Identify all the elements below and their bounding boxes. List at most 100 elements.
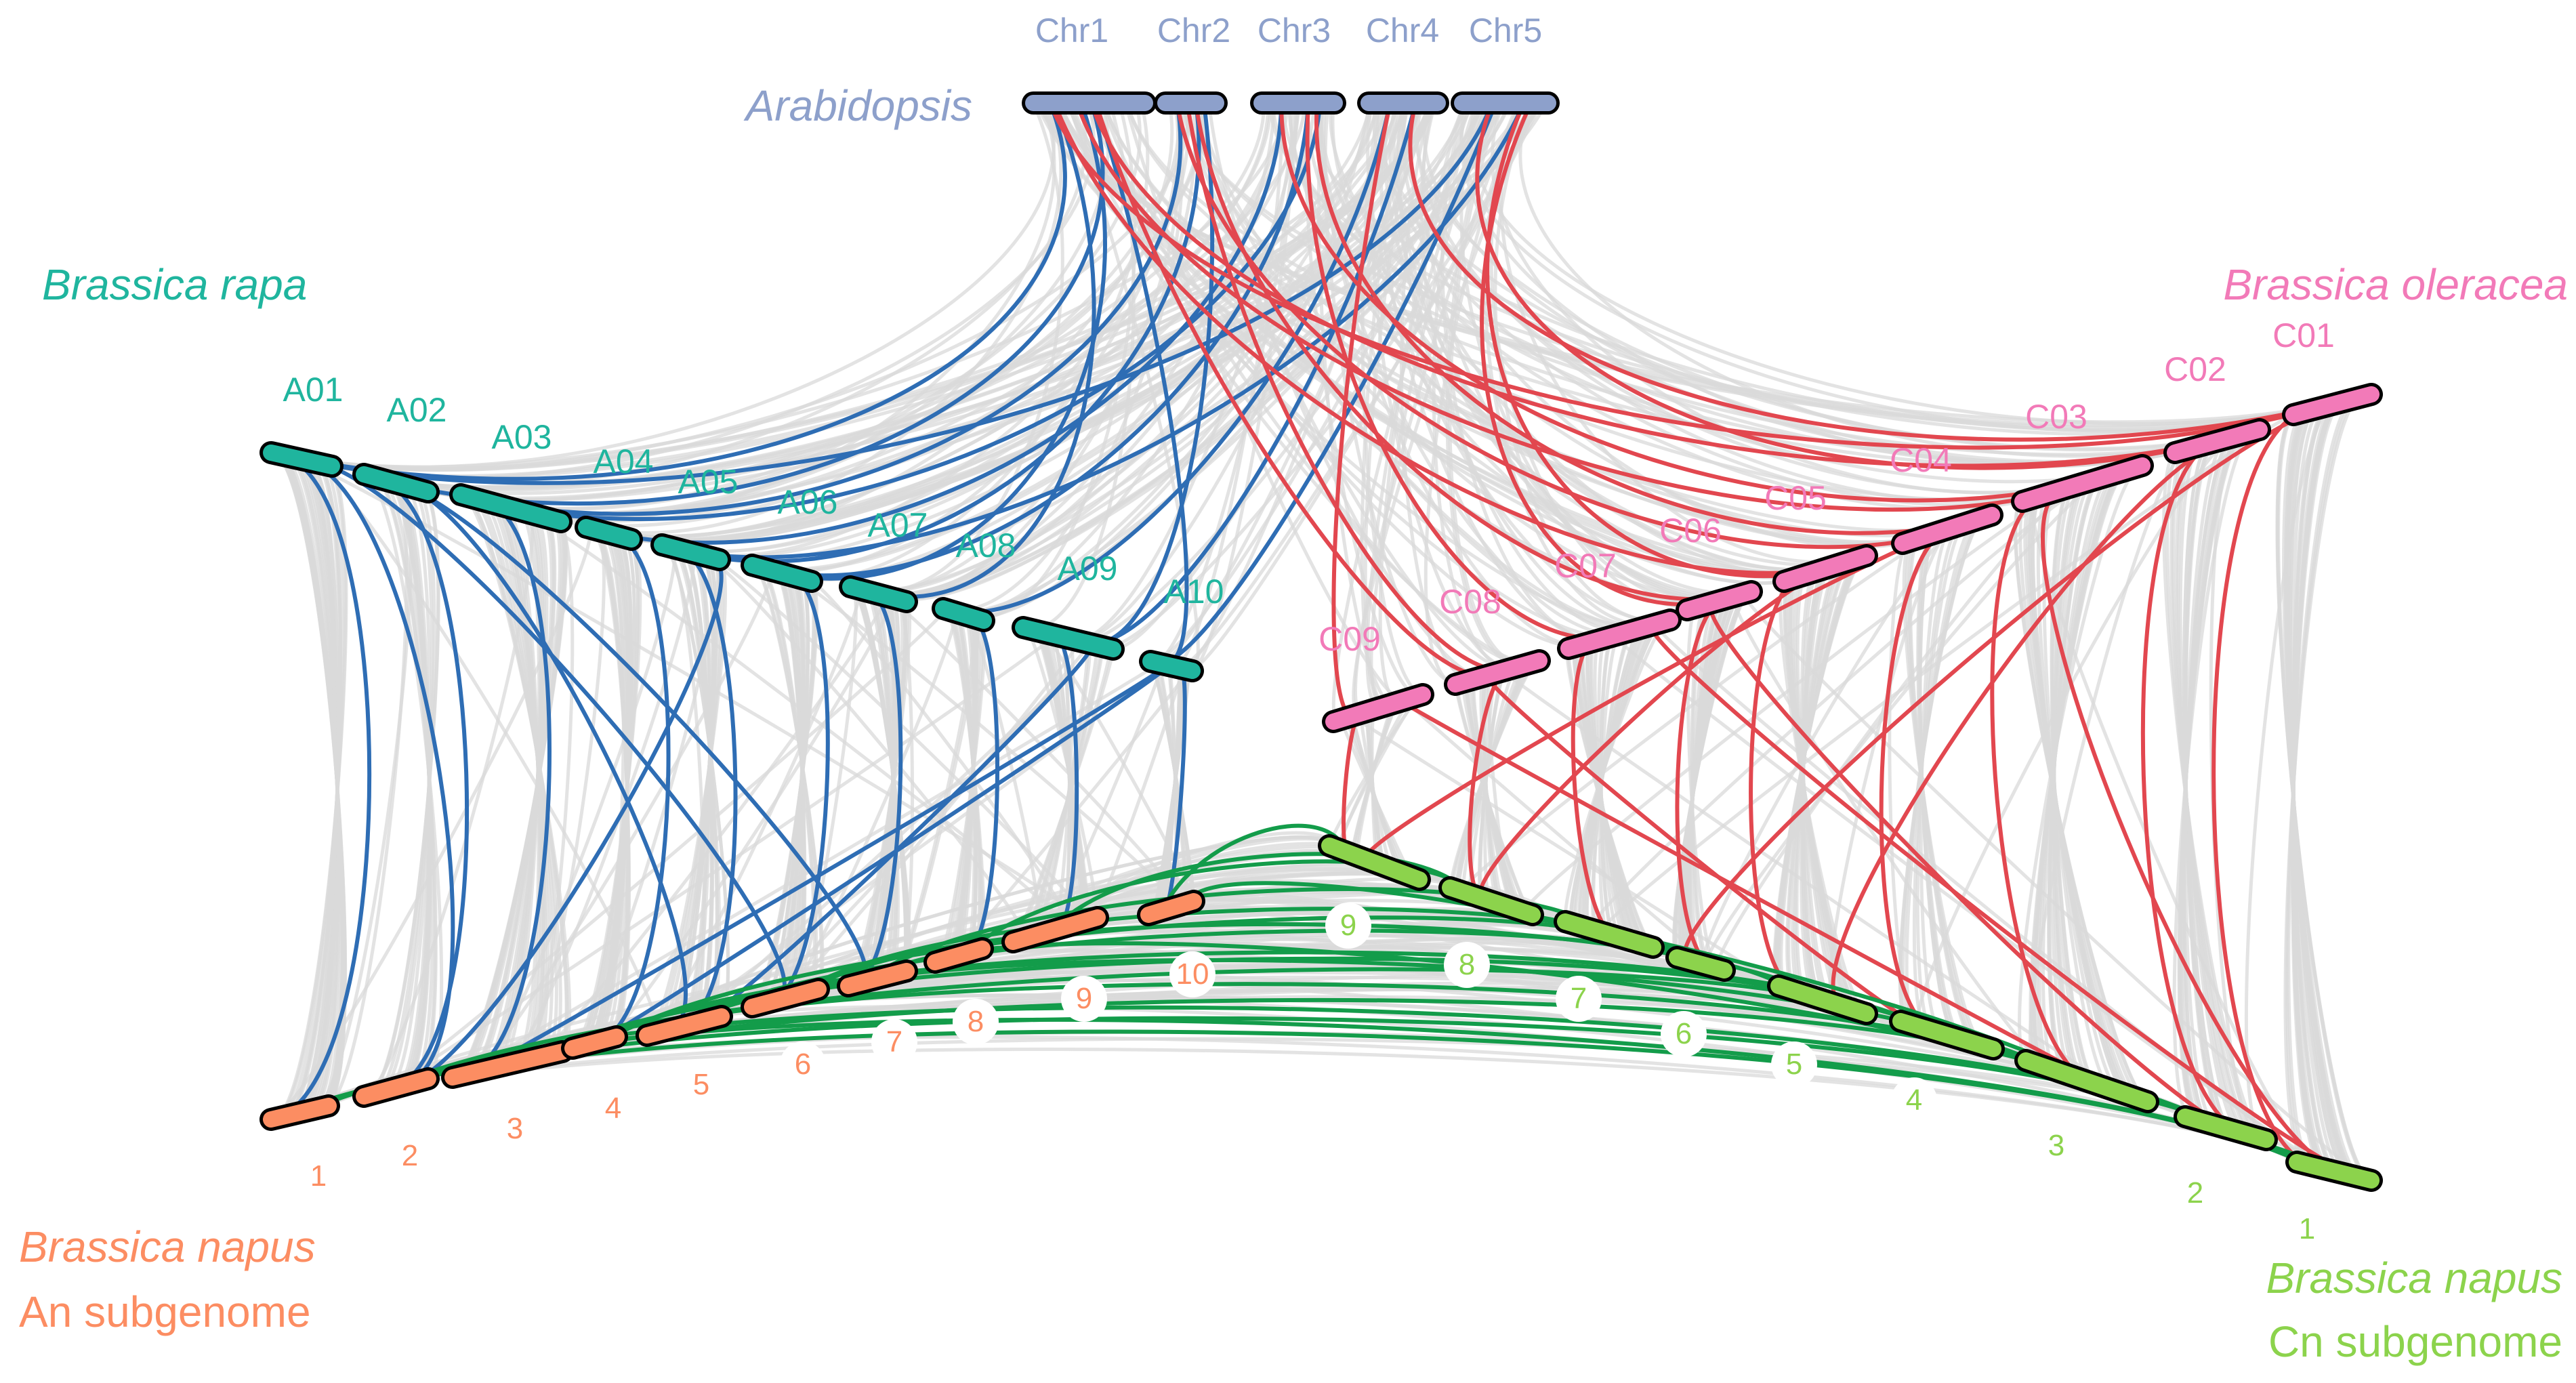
napus-cn-chromosome <box>1321 838 1428 888</box>
oleracea-chromosome <box>1894 507 2000 552</box>
highlight-link <box>1075 102 2048 512</box>
highlight-link <box>500 102 1323 521</box>
background-link <box>1073 102 1296 642</box>
rapa-chromosome <box>578 519 640 548</box>
rapa-chromosome <box>654 537 728 568</box>
napus-cn-chromosome-label-badge <box>2033 1123 2079 1169</box>
background-link <box>1123 102 1403 703</box>
highlight-link <box>319 461 787 1002</box>
highlight-link <box>1831 434 2233 1008</box>
highlight-link <box>1054 633 1079 930</box>
napus-cn-chromosome <box>2177 1109 2274 1148</box>
highlight-link <box>701 102 1201 564</box>
napus-cn-chromosome-label: 5 <box>1786 1048 1802 1081</box>
napus-cn-chromosome-label: 6 <box>1676 1017 1692 1050</box>
background-link <box>1572 621 1659 926</box>
background-link <box>1378 102 1466 704</box>
highlight-link <box>1484 673 1921 1029</box>
napus-an-chromosome-label: 4 <box>605 1092 621 1125</box>
oleracea-chromosome <box>1447 653 1547 693</box>
background-link <box>947 102 1184 613</box>
highlight-link <box>1087 102 1418 646</box>
napus-cn-chromosome-label: 1 <box>2299 1212 2315 1245</box>
napus-cn-chromosome-label-badge <box>2172 1170 2218 1216</box>
oleracea-chromosome-label: C01 <box>2272 316 2335 354</box>
highlight-link <box>411 555 724 1085</box>
highlight-link <box>278 453 372 1119</box>
highlight-link <box>1879 525 1953 1033</box>
napus-an-chromosome-label-badge <box>780 1041 826 1088</box>
rapa-chromosome-label: A02 <box>387 391 447 429</box>
background-link <box>1680 594 1740 962</box>
napus-an-chromosome <box>263 1098 337 1128</box>
background-link <box>1600 412 2298 934</box>
highlight-link <box>968 615 999 954</box>
background-link <box>2028 447 2189 1066</box>
oleracea-chromosome-label: C06 <box>1659 512 1722 550</box>
highlight-link <box>1094 102 1484 679</box>
background-link <box>1318 102 1743 598</box>
napus-an-chromosome <box>1005 909 1106 950</box>
napus-an-chromosome-label-badge <box>953 999 999 1045</box>
oleracea-chromosome <box>2285 386 2380 423</box>
highlight-link <box>774 573 830 1003</box>
highlight-link <box>304 102 1495 485</box>
highlight-link <box>1094 102 1189 667</box>
background-link <box>1316 102 1392 706</box>
napus-an-chromosome-label: 3 <box>507 1112 523 1145</box>
napus-cn-chromosome <box>1669 949 1732 978</box>
highlight-link <box>2211 409 2309 1167</box>
napus-cn-chromosome-label: 4 <box>1906 1083 1922 1117</box>
napus-cn-chromosome-label-badge <box>2284 1206 2330 1252</box>
napus-an-chromosome-label-badge <box>1169 951 1216 997</box>
highlight-link <box>1159 102 1498 665</box>
highlight-link <box>785 102 1107 581</box>
background-link <box>481 512 549 1072</box>
oleracea-chromosome-label: C07 <box>1554 547 1617 585</box>
background-link <box>318 102 1400 478</box>
napus-an-chromosome-label-badge <box>295 1153 341 1199</box>
highlight-link <box>858 589 903 985</box>
background-link <box>1469 102 2351 426</box>
arabidopsis-chromosome-label: Chr5 <box>1469 12 1542 49</box>
highlight-link <box>1990 492 2090 1083</box>
species-label-oleracea: Brassica oleracea <box>2223 260 2568 309</box>
highlight-link <box>1048 102 2306 450</box>
napus-cn-chromosome <box>1557 913 1661 955</box>
highlight-link <box>393 480 868 985</box>
napus-an-chromosome-label: 1 <box>310 1159 327 1193</box>
napus-an-chromosome <box>1140 893 1202 923</box>
background-link <box>1424 102 1525 686</box>
oleracea-chromosome <box>1560 612 1678 657</box>
napus-an-chromosome-label: 7 <box>886 1025 902 1058</box>
napus-cn-chromosome-label: 9 <box>1340 909 1356 942</box>
napus-an-chromosome <box>356 1071 436 1105</box>
napus-an-chromosome-label: 5 <box>693 1068 709 1101</box>
rapa-chromosome-label: A06 <box>778 483 838 521</box>
background-link <box>2031 493 2128 1096</box>
highlight-link <box>1408 102 2350 442</box>
napus-an-chromosome-label-badge <box>387 1133 433 1179</box>
background-link <box>1589 478 2096 931</box>
oleracea-chromosome <box>1325 686 1431 730</box>
highlight-link <box>1279 102 2087 503</box>
highlight-link <box>279 102 1067 481</box>
rapa-chromosome <box>842 579 915 610</box>
napus-an-chromosome <box>744 981 827 1015</box>
napus-an-chromosome <box>564 1029 625 1056</box>
oleracea-chromosome <box>1776 548 1875 590</box>
arabidopsis-chromosome-label: Chr3 <box>1258 12 1331 49</box>
chromosome-bars <box>259 91 2383 1192</box>
napus-an-chromosome-label: 9 <box>1076 982 1092 1015</box>
background-link <box>1100 102 1578 648</box>
napus-an-chromosome <box>840 963 915 994</box>
highlight-link <box>1399 699 2117 1093</box>
highlight-link <box>1194 102 1732 602</box>
napus-cn-chromosome-label-badge <box>1891 1077 1937 1123</box>
background-link <box>1905 518 1978 1028</box>
highlight-link <box>302 457 455 1086</box>
background-link <box>1281 102 2129 484</box>
highlight-link <box>1185 102 1503 673</box>
napus-cn-chromosome <box>2018 1052 2156 1110</box>
